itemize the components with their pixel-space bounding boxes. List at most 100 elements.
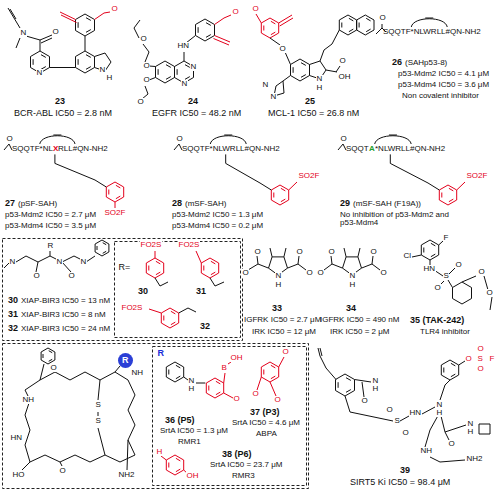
staple-bond — [40, 136, 75, 144]
bond-line — [214, 39, 230, 46]
bond-line — [448, 280, 453, 288]
bond-line — [10, 9, 16, 19]
bond-line — [479, 424, 490, 434]
activity-label: RMR3 — [232, 472, 255, 480]
activity-label: SrtA IC50 = 1.3 μM — [160, 427, 228, 435]
atom-label: O — [242, 269, 249, 277]
atom-label: FO2S — [178, 241, 200, 249]
atom-label: S — [477, 355, 483, 363]
bond-line — [86, 30, 91, 33]
bond-line — [171, 311, 175, 314]
atom-label: O — [143, 76, 150, 84]
atom-label: O — [33, 272, 40, 280]
bond-line — [224, 373, 225, 383]
bond-line — [216, 381, 220, 384]
atom-label: N — [190, 63, 197, 71]
bond-line — [355, 380, 372, 383]
bond-line — [16, 256, 86, 262]
bond-line — [198, 27, 199, 33]
bond-line — [60, 462, 62, 466]
atom-label: HN — [10, 434, 23, 442]
bond-line — [86, 256, 95, 262]
activity-label: (mSF-SAH (F19A)) — [353, 200, 421, 208]
atom-label: F — [443, 234, 449, 242]
bond-line — [349, 18, 353, 21]
bond-line — [22, 462, 30, 470]
compound-number: 39 — [400, 466, 410, 475]
bond-line — [298, 264, 306, 270]
compound-number: 30 — [138, 287, 148, 296]
bond-line — [184, 52, 185, 61]
peptide-sequence: SQQT — [346, 145, 369, 153]
bond-line — [338, 144, 343, 150]
dashed-box — [153, 347, 307, 486]
bond-line — [98, 380, 100, 400]
atom-label: N — [80, 258, 87, 266]
bond-line — [25, 372, 135, 462]
bond-line — [49, 359, 53, 361]
bond-line — [280, 18, 293, 26]
bond-line — [95, 12, 111, 20]
bond-line — [462, 276, 476, 282]
bond-line — [116, 196, 120, 199]
bond-line — [95, 240, 109, 256]
bond-line — [320, 30, 339, 61]
bond-line — [116, 185, 120, 188]
bond-line — [271, 32, 275, 35]
atom-label: HO — [12, 471, 25, 479]
atom-label: SO2F — [466, 172, 488, 180]
bond-line — [185, 77, 190, 80]
atom-label: B — [221, 364, 227, 372]
bond-line — [210, 278, 224, 286]
atom-label: H — [156, 448, 163, 456]
bond-line — [156, 261, 160, 264]
bond-line — [106, 182, 123, 202]
bond-line — [166, 65, 171, 68]
atom-label: N — [20, 29, 27, 37]
bond-line — [324, 264, 332, 270]
peptide-sequence: A — [369, 145, 375, 153]
activity-label: (mSF-SAH) — [185, 200, 226, 208]
atom-label: N — [36, 69, 43, 77]
activity-label: IGFRK IC50 = 2.7 μM — [244, 316, 321, 324]
bond-line — [345, 396, 393, 421]
atom-label: O — [143, 62, 150, 70]
bond-line — [257, 377, 261, 390]
bond-line — [50, 251, 51, 256]
bond-line — [336, 66, 340, 72]
bond-line — [263, 370, 264, 375]
bond-line — [203, 266, 204, 271]
bond-line — [390, 154, 439, 190]
bond-line — [281, 188, 285, 191]
bond-line — [273, 193, 274, 198]
atom-label: O — [486, 289, 493, 297]
atom-label: R — [47, 242, 54, 250]
compound-number: 30 — [8, 296, 18, 305]
compound-number: 26 — [392, 58, 402, 67]
compound-number: 38 (P6) — [222, 450, 252, 459]
atom-label: R — [122, 356, 129, 365]
compound-number: 32 — [8, 324, 18, 333]
activity-label: TLR4 inhibitor — [420, 328, 470, 336]
bond-line — [108, 190, 109, 195]
bond-line — [163, 316, 164, 321]
bond-line — [339, 15, 356, 35]
bond-line — [41, 55, 46, 58]
bond-line — [346, 378, 351, 381]
atom-label: O — [50, 364, 57, 372]
bond-line — [301, 63, 306, 66]
activity-label: p53-Mdm2 IC50 = 4.1 μM — [398, 70, 489, 78]
activity-label: SrtA IC50 = 4.6 μM — [232, 419, 300, 427]
bond-line — [366, 29, 370, 32]
bond-line — [86, 67, 91, 70]
bond-line — [293, 67, 294, 73]
atom-label: HN — [409, 409, 422, 417]
bond-line — [161, 456, 166, 460]
bond-line — [174, 144, 179, 150]
bond-line — [168, 463, 169, 468]
dashed-box — [115, 242, 241, 338]
bond-line — [484, 276, 488, 290]
compound-number: 28 — [172, 199, 182, 208]
bond-line — [270, 38, 280, 45]
